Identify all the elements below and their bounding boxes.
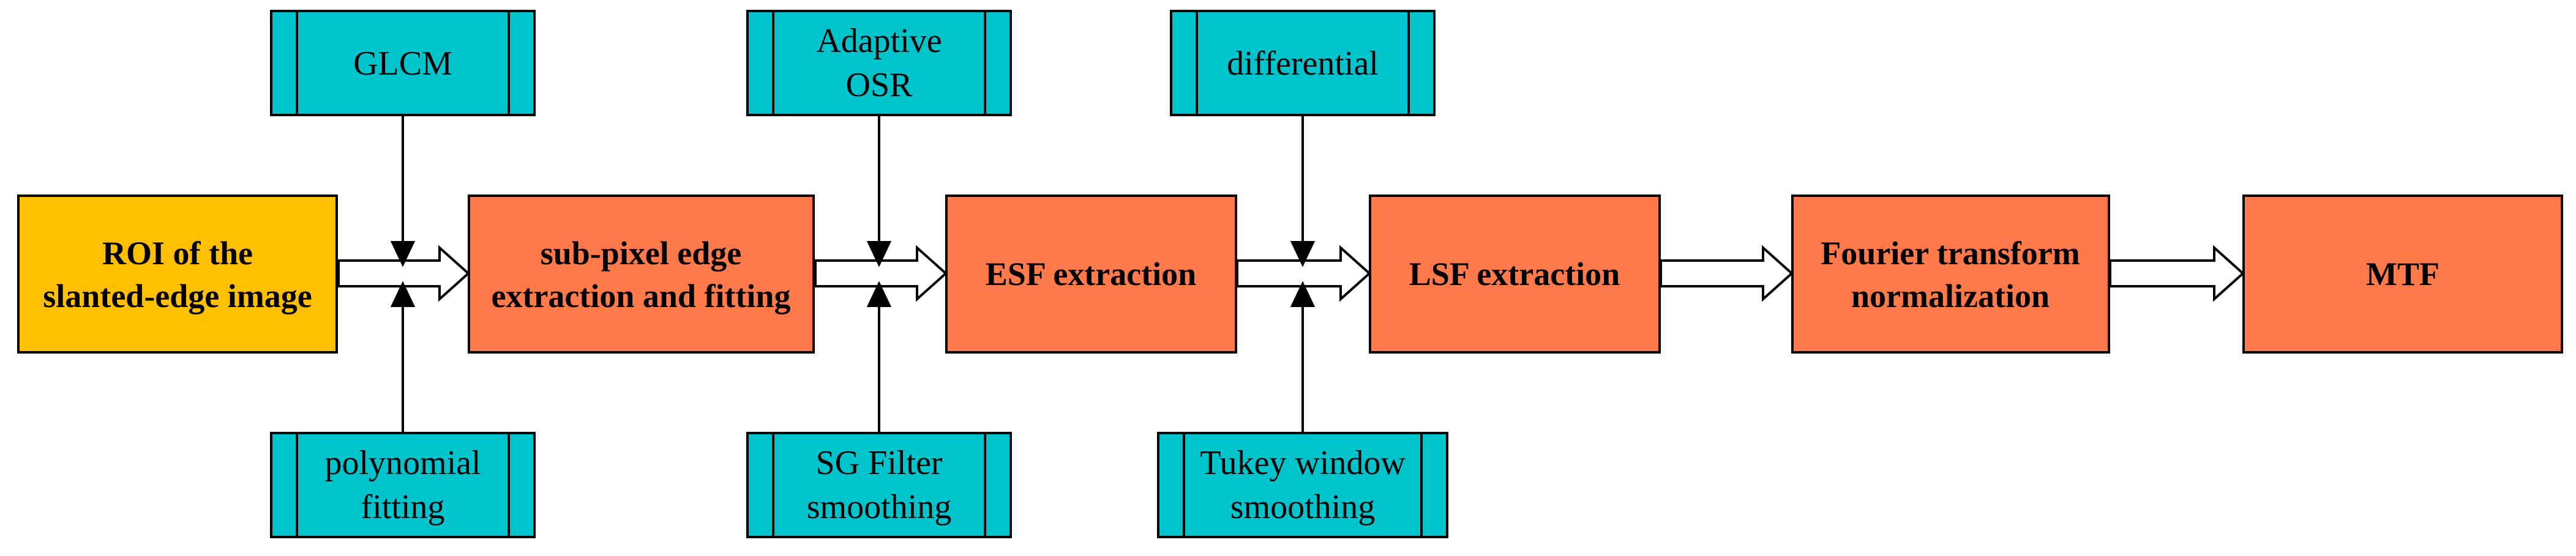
method-box-glcm-rect (270, 10, 536, 116)
block-arrow-fourier-to-mtf (2109, 245, 2245, 302)
method-box-polynomial-line-1: polynomial (324, 444, 481, 482)
method-box-adaptive-osr-line-1: Adaptive (816, 22, 942, 60)
method-box-adaptive-osr-rect (746, 10, 1012, 116)
connector-sg-filter-arrowhead (866, 281, 892, 307)
box-subpixel-rect (468, 195, 815, 354)
method-box-sg-filter-rect (746, 432, 1012, 538)
method-box-differential: differential (1170, 10, 1436, 116)
method-box-tukey-rect (1157, 432, 1448, 538)
box-lsf: LSF extraction (1369, 195, 1661, 354)
method-box-tukey: Tukey window smoothing (1157, 432, 1448, 538)
box-esf-line-1: ESF extraction (986, 256, 1196, 292)
connector-adaptive-osr-arrowhead (866, 241, 892, 267)
connector-differential-arrowhead (1290, 241, 1316, 267)
box-fourier: Fourier transform normalization (1791, 195, 2110, 354)
box-fourier-line-2: normalization (1851, 278, 2050, 314)
method-box-differential-rect (1170, 10, 1436, 116)
method-box-differential-line-1: differential (1227, 45, 1379, 83)
connector-glcm-arrowhead (390, 241, 416, 267)
method-box-sg-filter-line-1: SG Filter (816, 444, 943, 482)
box-mtf-rect (2242, 195, 2563, 354)
box-roi-line-1: ROI of the (102, 235, 253, 272)
box-esf-rect (945, 195, 1237, 354)
method-box-adaptive-osr-line-2: OSR (846, 66, 913, 104)
method-box-adaptive-osr: Adaptive OSR (746, 10, 1012, 116)
method-box-polynomial-line-2: fitting (361, 488, 445, 526)
method-box-polynomial-rect (270, 432, 536, 538)
connectors (390, 115, 1316, 433)
box-subpixel-line-1: sub-pixel edge (541, 235, 742, 272)
box-mtf: MTF (2242, 195, 2563, 354)
box-roi: ROI of the slanted-edge image (17, 195, 338, 354)
block-arrow-esf-to-lsf (1236, 245, 1372, 302)
block-arrow-roi-to-subpixel (337, 245, 471, 302)
box-roi-line-2: slanted-edge image (43, 278, 312, 314)
box-mtf-line-1: MTF (2366, 256, 2439, 292)
box-fourier-rect (1791, 195, 2110, 354)
method-boxes: GLCM polynomial fitting Adaptive OSR SG … (270, 10, 1448, 538)
box-roi-rect (17, 195, 338, 354)
method-box-glcm: GLCM (270, 10, 536, 116)
block-arrow-lsf-to-fourier (1660, 245, 1794, 302)
method-box-sg-filter-line-2: smoothing (807, 488, 951, 526)
method-box-polynomial: polynomial fitting (270, 432, 536, 538)
block-arrows (337, 245, 2245, 302)
connector-tukey-arrowhead (1290, 281, 1316, 307)
box-subpixel: sub-pixel edge extraction and fitting (468, 195, 815, 354)
box-lsf-rect (1369, 195, 1661, 354)
method-box-tukey-line-2: smoothing (1230, 488, 1375, 526)
connector-polynomial-arrowhead (390, 281, 416, 307)
method-box-tukey-line-1: Tukey window (1200, 444, 1406, 482)
method-box-glcm-line-1: GLCM (353, 45, 452, 83)
main-boxes: ROI of the slanted-edge image sub-pixel … (17, 195, 2563, 354)
box-subpixel-line-2: extraction and fitting (492, 278, 791, 314)
box-esf: ESF extraction (945, 195, 1237, 354)
block-arrow-subpixel-to-esf (814, 245, 948, 302)
method-box-sg-filter: SG Filter smoothing (746, 432, 1012, 538)
box-fourier-line-1: Fourier transform (1821, 235, 2080, 272)
box-lsf-line-1: LSF extraction (1409, 256, 1620, 292)
